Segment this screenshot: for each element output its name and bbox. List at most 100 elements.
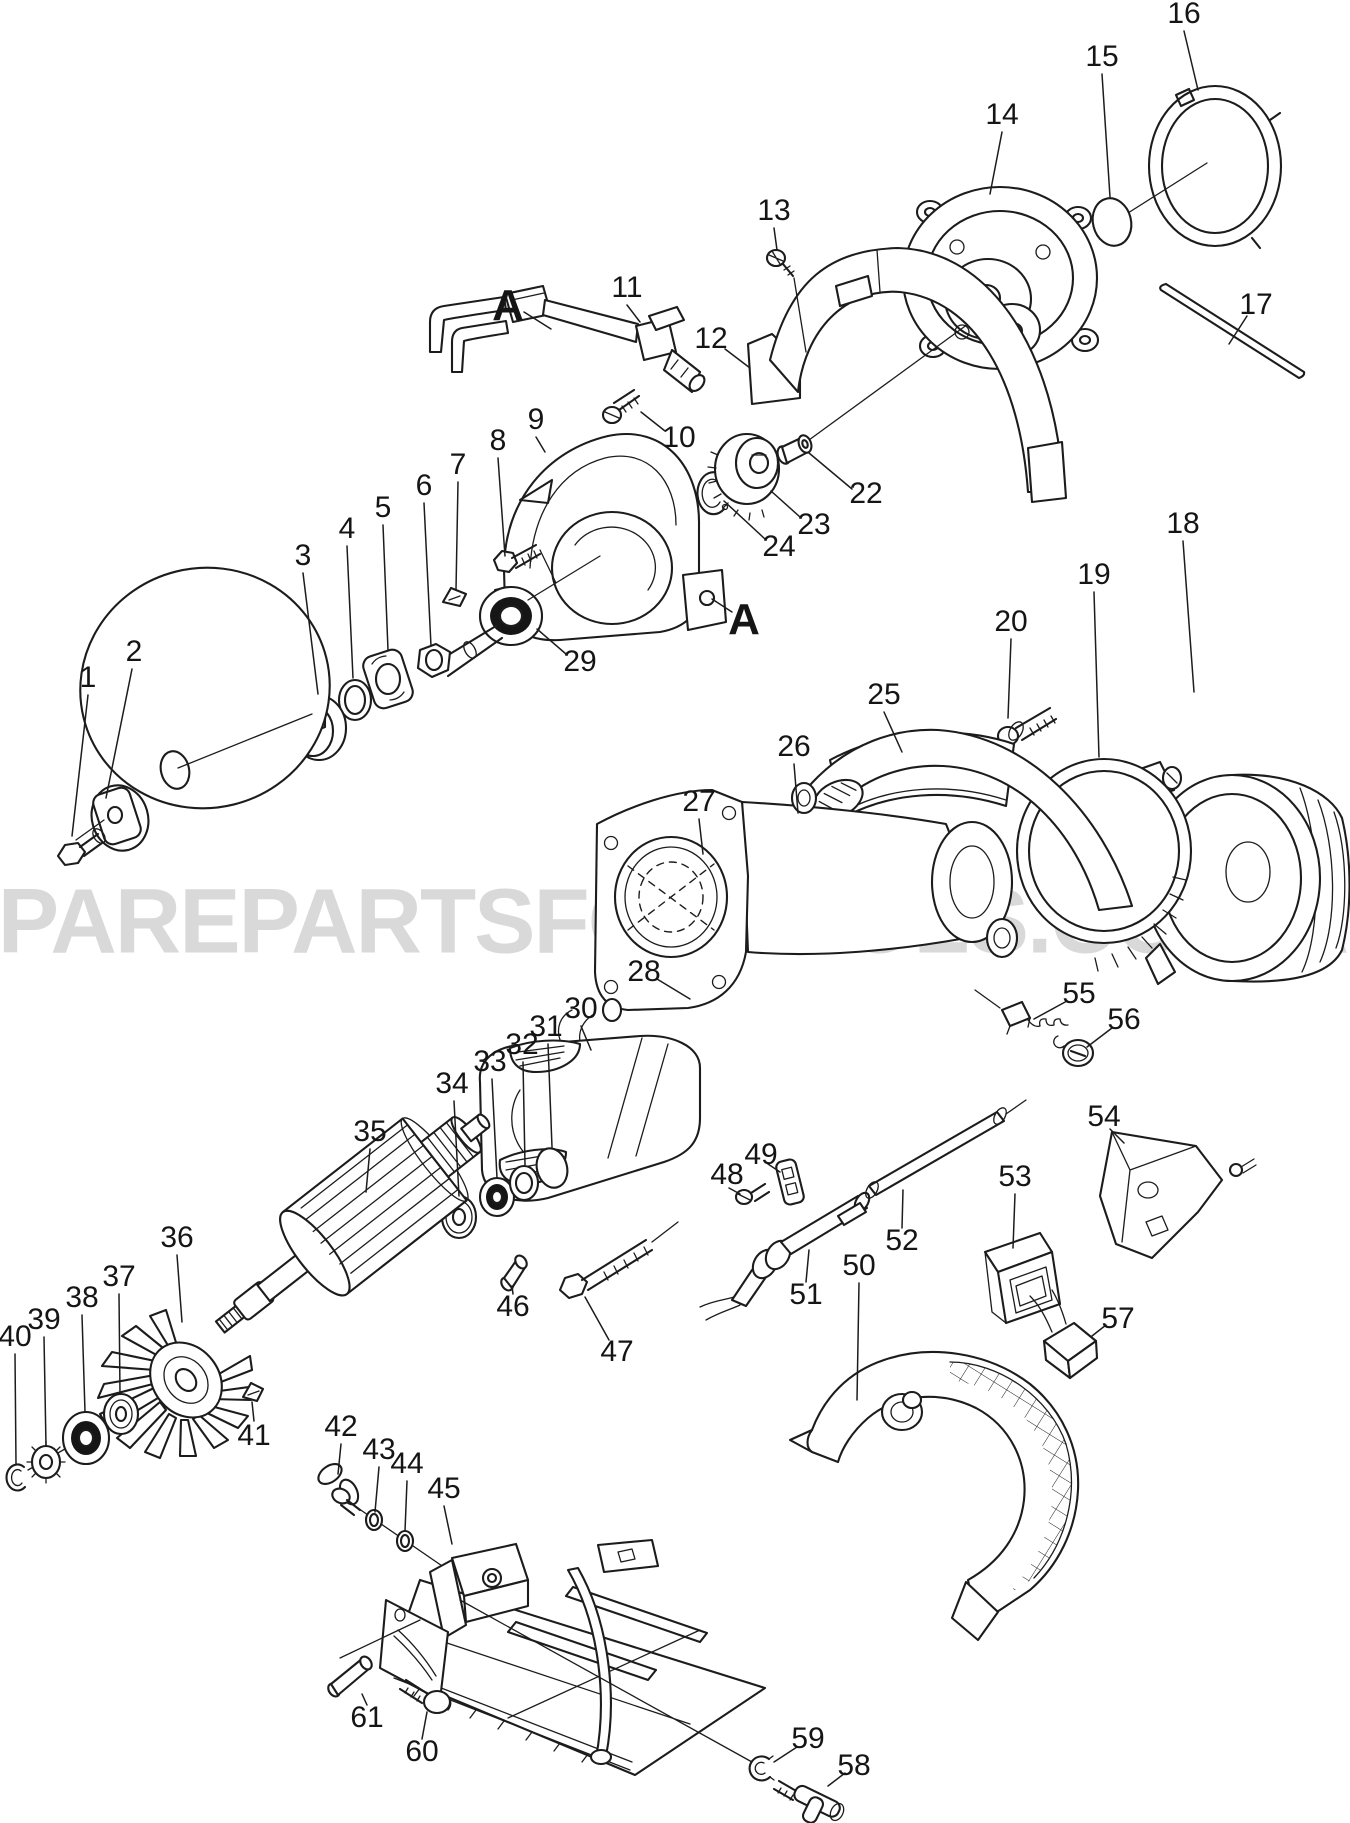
part-42-wing-bolt-shape <box>317 1463 362 1517</box>
part-10-screw-shape <box>601 388 641 425</box>
part-label-30: 30 <box>564 992 598 1025</box>
part-label-8: 8 <box>489 424 507 457</box>
part-28-motor-housing-shape <box>593 728 1134 1012</box>
part-label-46: 46 <box>496 1290 530 1323</box>
part-label-31: 31 <box>529 1010 563 1043</box>
part-32-ring-shape <box>508 1164 540 1202</box>
part-label-17-leader <box>1228 315 1248 345</box>
part-label-2: 2 <box>125 635 143 668</box>
part-label-11: 11 <box>611 271 643 304</box>
part-label-11-leader <box>626 304 641 323</box>
part-38-bearing-shape <box>61 1410 111 1466</box>
part-16-lock-ring-shape <box>1147 84 1283 250</box>
part-label-8-leader <box>497 457 506 557</box>
part-label-39: 39 <box>27 1303 61 1336</box>
part-label-57-leader <box>1091 1324 1107 1337</box>
part-label-6: 6 <box>415 469 433 502</box>
part-label-24: 24 <box>762 530 796 563</box>
part-label-42: 42 <box>324 1410 358 1443</box>
part-6-nut-shape <box>416 642 452 679</box>
part-59-clip-shape <box>748 1755 775 1782</box>
part-label-50-leader <box>856 1282 860 1401</box>
part-37-washer-shape <box>102 1392 140 1436</box>
part-blade-shape <box>79 566 331 810</box>
part-label-37-leader <box>118 1293 121 1395</box>
part-53-switch-shape <box>983 1231 1062 1325</box>
view-label-A1: A <box>492 281 524 330</box>
part-label-58-leader <box>827 1772 846 1787</box>
part-label-28-leader <box>656 978 691 1000</box>
part-label-12-leader <box>724 348 751 369</box>
part-label-38-leader <box>81 1314 86 1413</box>
part-label-57: 57 <box>1101 1302 1135 1335</box>
part-label-44: 44 <box>390 1447 424 1480</box>
part-label-5: 5 <box>374 491 392 524</box>
part-label-52-leader <box>901 1189 904 1229</box>
part-label-36-leader <box>176 1254 183 1323</box>
part-label-12: 12 <box>694 322 728 355</box>
part-label-3-leader <box>302 572 319 695</box>
part-label-4: 4 <box>338 512 356 545</box>
part-label-10: 10 <box>662 421 696 454</box>
part-label-54: 54 <box>1087 1100 1121 1133</box>
part-label-52: 52 <box>885 1224 919 1257</box>
part-5-clutch-washer-shape <box>362 648 414 710</box>
part-4-ring-shape <box>337 678 373 722</box>
part-label-50: 50 <box>842 1249 876 1282</box>
part-label-20: 20 <box>994 605 1028 638</box>
part-label-28: 28 <box>627 955 661 988</box>
part-17-rod-shape <box>1159 282 1306 380</box>
part-8-bolt-shape <box>492 543 557 584</box>
part-label-30-leader <box>580 1025 592 1051</box>
part-label-59-leader <box>773 1746 798 1763</box>
part-label-6-leader <box>423 502 432 647</box>
part-label-15-leader <box>1101 73 1111 198</box>
part-label-53-leader <box>1012 1193 1016 1249</box>
part-label-35-leader <box>365 1148 371 1193</box>
part-12-safety-cover-shape <box>746 246 1068 504</box>
part-label-42-leader <box>337 1443 342 1475</box>
part-label-48: 48 <box>710 1158 744 1191</box>
part-label-56: 56 <box>1107 1003 1141 1036</box>
part-label-25-leader <box>883 711 903 753</box>
part-label-17: 17 <box>1239 288 1273 321</box>
part-label-48-leader <box>728 1187 741 1195</box>
part-41-key-shape <box>241 1381 265 1403</box>
part-label-7-leader <box>455 481 459 591</box>
part-label-34-leader <box>453 1100 460 1197</box>
part-label-23-leader <box>770 490 801 518</box>
view-label-A2-leader <box>711 598 733 613</box>
view-label-A1-leader <box>523 311 552 330</box>
part-label-19: 19 <box>1077 558 1111 591</box>
part-label-43: 43 <box>362 1433 396 1466</box>
part-label-61: 61 <box>350 1701 384 1734</box>
part-40-ring-shape <box>5 1463 27 1492</box>
part-label-5-leader <box>382 524 389 651</box>
part-label-33-leader <box>491 1078 498 1179</box>
part-label-1-leader <box>71 694 89 837</box>
part-46-pin-shape <box>500 1254 528 1292</box>
part-29-bearing-shape <box>478 585 544 647</box>
part-label-58: 58 <box>837 1749 871 1782</box>
part-31-seal-shape <box>535 1147 569 1189</box>
part-label-53: 53 <box>998 1160 1032 1193</box>
part-label-26-leader <box>793 763 799 814</box>
part-22-pin-shape <box>776 434 813 465</box>
part-label-2-leader <box>105 668 133 799</box>
part-label-39-leader <box>43 1336 47 1447</box>
part-label-23: 23 <box>797 508 831 541</box>
part-61-pin-shape <box>327 1655 373 1698</box>
part-label-13-leader <box>773 227 778 251</box>
part-label-47-leader <box>584 1296 610 1341</box>
part-54-switch-lever-shape <box>1098 1130 1257 1260</box>
part-label-31-leader <box>547 1043 553 1148</box>
part-label-22: 22 <box>849 477 883 510</box>
part-55-brush-spring-shape <box>974 989 1069 1049</box>
part-label-32-leader <box>522 1061 526 1166</box>
part-label-14: 14 <box>985 98 1019 131</box>
part-label-35: 35 <box>353 1115 387 1148</box>
part-15-disc-shape <box>1091 197 1133 247</box>
